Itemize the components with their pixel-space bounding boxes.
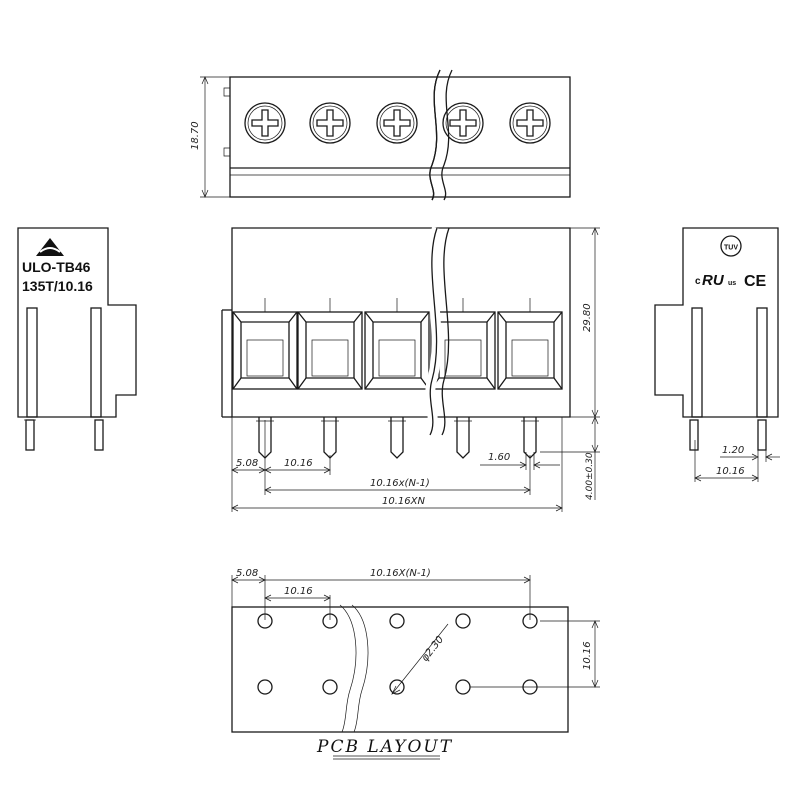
pcb-layout-view: 5.08 10.16X(N-1) 10.16 φ2.30 10.16 PCB L…	[231, 568, 600, 760]
screw-icon	[376, 102, 418, 144]
pcb-dim-hole-diameter: φ2.30	[420, 634, 446, 664]
screw-icon	[309, 102, 351, 144]
dim-side-pin: 1.20	[722, 445, 744, 456]
pin	[454, 417, 472, 459]
dim-pin-length: 4.00±0.30	[585, 452, 595, 500]
pin	[321, 417, 339, 459]
product-model: ULO-TB46	[22, 259, 91, 275]
pcb-hole	[389, 613, 405, 629]
dim-body-height: 29.80	[582, 303, 593, 332]
wire-entry	[497, 298, 563, 390]
svg-text:RU: RU	[702, 272, 725, 289]
top-view: 18.70	[190, 69, 571, 201]
dim-first-offset: 5.08	[236, 458, 258, 469]
dim-total: 10.16XN	[382, 496, 425, 507]
pcb-dim-row-spacing: 10.16	[582, 641, 593, 670]
brand-logo-icon	[36, 238, 64, 256]
screw-icon	[244, 102, 286, 144]
svg-text:c: c	[695, 276, 701, 287]
wire-entry	[232, 298, 298, 390]
wire-entry	[364, 298, 430, 390]
tuv-mark-icon: TUV	[720, 235, 742, 257]
dim-top-height: 18.70	[190, 121, 201, 150]
pcb-dim-span: 10.16X(N-1)	[370, 568, 431, 579]
dim-pitch: 10.16	[284, 458, 313, 469]
pcb-hole	[257, 679, 273, 695]
svg-text:us: us	[728, 280, 736, 287]
svg-text:TUV: TUV	[724, 245, 738, 252]
pin	[388, 417, 406, 459]
screw-icon	[509, 102, 551, 144]
product-series: 135T/10.16	[22, 278, 93, 294]
right-side-view: TUV c RU us CE 1.20 10.16	[654, 227, 780, 482]
pin	[521, 417, 539, 459]
screw-icon	[442, 102, 484, 144]
pcb-hole	[389, 679, 405, 695]
pcb-dim-pitch: 10.16	[284, 586, 313, 597]
dim-span: 10.16x(N-1)	[370, 478, 430, 489]
left-side-view: ULO-TB46 135T/10.16	[17, 227, 137, 451]
dim-side-pitch: 10.16	[716, 466, 745, 477]
pcb-dim-first-offset: 5.08	[236, 568, 258, 579]
ce-mark-icon: CE	[744, 273, 767, 290]
ul-mark-icon: c RU us	[695, 272, 736, 289]
front-view: 29.80 4.00±0.30 5.08 10.16 1.60 10.16x(N…	[221, 226, 600, 512]
wire-entry	[297, 298, 363, 390]
pcb-hole	[322, 679, 338, 695]
pcb-layout-title: PCB LAYOUT	[316, 737, 453, 757]
pcb-hole	[455, 679, 471, 695]
pcb-hole	[455, 613, 471, 629]
dim-pin-width: 1.60	[488, 452, 510, 463]
